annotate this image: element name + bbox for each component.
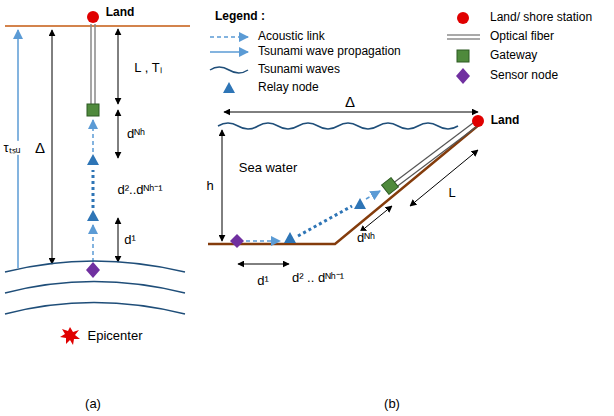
figure-label: Land — [105, 6, 136, 19]
figure-label: Sea water — [238, 161, 299, 175]
figure-label: τₜₛᵤ — [2, 141, 21, 155]
figure-label: d¹ — [123, 233, 137, 247]
legend-text: Optical fiber — [490, 30, 554, 43]
figure-label: L — [447, 186, 456, 200]
figure-label: h — [205, 179, 214, 193]
figure-label: dᴺʰ — [356, 231, 376, 245]
legend-text: Gateway — [490, 49, 537, 62]
figure-label: Δ — [34, 140, 46, 157]
figure-label: L , Tₗ — [133, 61, 162, 75]
figure-label: d¹ — [256, 274, 270, 288]
legend-text: Tsunami wave propagation — [258, 45, 401, 58]
legend-text: Sensor node — [490, 69, 558, 82]
figure-label: Legend : — [214, 10, 266, 23]
figure-label: (b) — [383, 397, 401, 411]
figure-label: Land — [490, 114, 521, 127]
figure-label: (a) — [84, 397, 102, 411]
figure-label: dᴺʰ — [126, 127, 146, 141]
legend-text: Acoustic link — [258, 30, 325, 43]
figure-label: d²..dᴺʰ⁻¹ — [117, 183, 164, 197]
figure-label: Epicenter — [87, 329, 144, 343]
legend-text: Relay node — [258, 81, 319, 94]
figure-label: Δ — [344, 94, 356, 111]
legend-text: Tsunami waves — [258, 63, 340, 76]
figure-label: d² .. dᴺʰ⁻¹ — [291, 271, 345, 285]
legend-text: Land/ shore station — [490, 11, 592, 24]
